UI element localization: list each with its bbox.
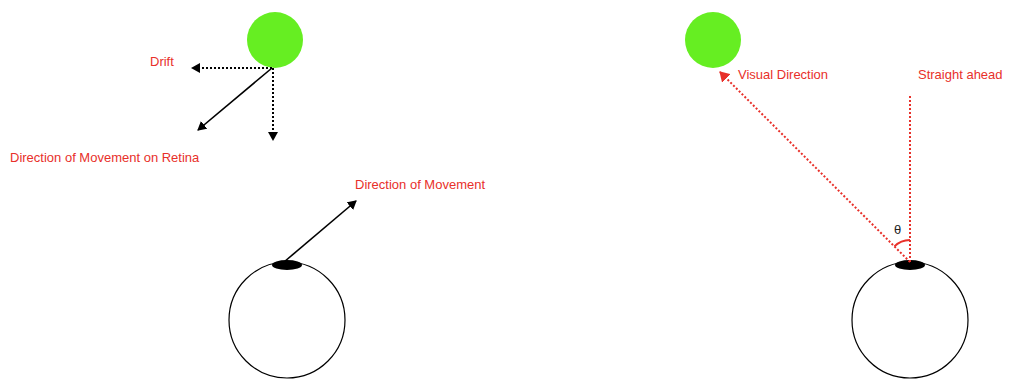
movement-label: Direction of Movement xyxy=(355,177,485,193)
visual-direction-label: Visual Direction xyxy=(738,67,828,83)
straight-ahead-line xyxy=(909,95,911,262)
down-arrow xyxy=(272,68,274,140)
target-dot xyxy=(685,12,741,68)
straight-ahead-label: Straight ahead xyxy=(918,67,1003,83)
target-dot xyxy=(247,12,303,68)
eye xyxy=(229,262,345,378)
retina-movement-label: Direction of Movement on Retina xyxy=(10,150,199,166)
angle-symbol: θ xyxy=(894,222,901,238)
drift-arrow xyxy=(192,67,272,69)
drift-label: Drift xyxy=(150,54,174,70)
visual-direction-arrow xyxy=(720,72,910,262)
eye xyxy=(852,262,968,378)
lens xyxy=(272,260,302,270)
retina-movement-arrow xyxy=(198,68,272,130)
movement-arrow xyxy=(284,201,356,262)
angle-arc xyxy=(894,240,910,246)
